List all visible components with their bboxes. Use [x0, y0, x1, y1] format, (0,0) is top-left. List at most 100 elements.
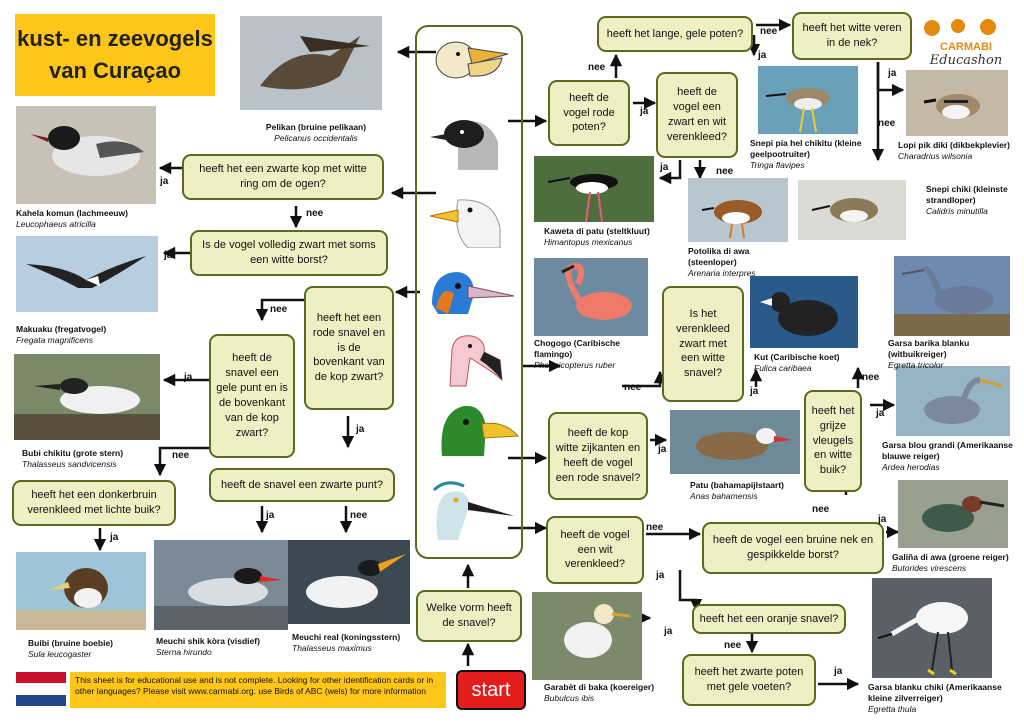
bill-flamingo-icon[interactable] [440, 330, 512, 388]
ja-label: ja [888, 68, 897, 79]
caption-turnstone: Potolika di awa (steenloper)Arenaria int… [688, 246, 756, 279]
question-white-plumage[interactable]: heeft de vogel een wit verenkleed? [546, 516, 644, 584]
photo-stilt [534, 156, 654, 222]
caption-frigatebird: Makuaku (fregatvogel)Fregata magnificens [16, 324, 107, 346]
ja-label: ja [876, 408, 885, 419]
ja-label: ja [656, 570, 665, 581]
caption-tricolored-heron: Garsa barika blanku (witbuikreiger)Egret… [888, 338, 970, 371]
photo-sandpiper [798, 180, 906, 240]
ja-label: ja [640, 106, 649, 117]
question-black-legs[interactable]: heeft het zwarte poten met gele voeten? [682, 654, 816, 706]
caption-pintail: Patu (bahamapijlstaart)Anas bahamensis [690, 480, 784, 502]
question-yellow-legs[interactable]: heeft het lange, gele poten? [597, 16, 753, 52]
ja-label: ja [356, 424, 365, 435]
caption-gull: Kahela komun (lachmeeuw)Leucophaeus atri… [16, 208, 128, 230]
question-black-white[interactable]: heeft de vogel een zwart en wit verenkle… [656, 72, 738, 158]
question-black-tip[interactable]: heeft de snavel een zwarte punt? [209, 468, 395, 502]
photo-great-blue-heron [896, 366, 1010, 436]
start-button[interactable]: start [456, 670, 526, 710]
caption-booby: Buibi (bruine boebie)Sula leucogaster [28, 638, 113, 660]
page-title-line2: van Curaçao [48, 58, 182, 83]
photo-sandwich-tern [14, 354, 160, 440]
nee-label: nee [812, 504, 830, 515]
caption-cattle-egret: Garabèt di baka (koereiger)Bubulcus ibis [544, 682, 655, 704]
caption-sandwich-tern: Bubi chikitu (grote stern)Thalasseus san… [22, 448, 124, 470]
ja-label: ja [750, 386, 759, 397]
photo-plover [906, 70, 1008, 136]
question-bill-shape[interactable]: Welke vorm heeft de snavel? [416, 590, 522, 642]
photo-tricolored-heron [894, 256, 1010, 336]
caption-green-heron: Galiña di awa (groene reiger)Butorides v… [892, 552, 1009, 574]
photo-frigatebird [16, 236, 158, 312]
photo-royal-tern [288, 540, 410, 624]
ja-label: ja [160, 176, 169, 187]
nee-label: nee [760, 26, 778, 37]
ja-label: ja [758, 50, 767, 61]
bill-heron-icon[interactable] [424, 478, 516, 540]
carmabi-logo: CARMABI Educashon [918, 16, 1014, 68]
ja-label: ja [834, 666, 843, 677]
logo-script: Educashon [929, 53, 1003, 68]
dutch-flag-icon [16, 672, 66, 706]
ja-label: ja [184, 372, 193, 383]
caption-common-tern: Meuchi shik kòra (visdief)Sterna hirundo [156, 636, 260, 658]
caption-coot: Kut (Caribische koet)Fulica caribaea [754, 352, 840, 374]
photo-coot [750, 276, 858, 348]
ja-label: ja [266, 510, 275, 521]
question-red-bill[interactable]: heeft het een rode snavel en is de boven… [304, 286, 394, 410]
bill-duck-icon[interactable] [438, 402, 520, 456]
question-white-cheeks[interactable]: heeft de kop witte zijkanten en heeft de… [548, 412, 648, 500]
question-brown-neck[interactable]: heeft de vogel een bruine nek en gespikk… [702, 522, 884, 574]
logo-text: CARMABI [940, 41, 992, 53]
photo-gull [16, 106, 156, 204]
page-title-line1: kust- en zeevogels [17, 26, 213, 51]
bill-gull-icon[interactable] [428, 112, 512, 172]
ja-label: ja [110, 532, 119, 543]
question-yellow-tip[interactable]: heeft de snavel een gele punt en is de b… [209, 334, 295, 458]
nee-label: nee [878, 118, 896, 129]
nee-label: nee [588, 62, 606, 73]
globe-icon [924, 19, 996, 36]
photo-snowy-egret [872, 578, 992, 678]
caption-great-blue-heron: Garsa blou grandi (Amerikaanse blauwe re… [882, 440, 1013, 473]
question-dark-brown[interactable]: heeft het een donkerbruin verenkleed met… [12, 480, 176, 526]
question-black-plumage[interactable]: Is het verenkleed zwart met een witte sn… [662, 286, 744, 402]
ja-label: ja [878, 514, 887, 525]
ja-label: ja [664, 626, 673, 637]
ja-label: ja [660, 162, 669, 173]
caption-snowy-egret: Garsa blanku chiki (Amerikaanse kleine z… [868, 682, 1002, 715]
photo-pelican [240, 16, 382, 110]
photo-common-tern [154, 540, 288, 630]
question-grey-wings[interactable]: heeft het grijze vleugels en witte buik? [804, 390, 862, 492]
nee-label: nee [716, 166, 734, 177]
nee-label: nee [350, 510, 368, 521]
bill-pelican-icon[interactable] [432, 34, 510, 88]
bill-tern-icon[interactable] [428, 192, 512, 249]
ja-label: ja [658, 444, 667, 455]
nee-label: nee [724, 640, 742, 651]
caption-stilt: Kaweta di patu (steltkluut)Himantopus me… [544, 226, 650, 248]
question-white-neck[interactable]: heeft het witte veren in de nek? [792, 12, 912, 60]
nee-label: nee [646, 522, 664, 533]
caption-plover: Lopi pik diki (dikbekplevier)Charadrius … [898, 140, 1010, 162]
question-orange-bill[interactable]: heeft het een oranje snavel? [692, 604, 846, 634]
footer-note: This sheet is for educational use and is… [70, 672, 446, 708]
question-all-black[interactable]: Is de vogel volledig zwart met soms een … [190, 230, 388, 276]
nee-label: nee [624, 382, 642, 393]
question-red-legs[interactable]: heeft de vogel rode poten? [548, 80, 630, 146]
bill-kingfisher-icon[interactable] [428, 264, 516, 314]
caption-yellowlegs: Snepi pia hel chikitu (kleine geelpootru… [750, 138, 862, 171]
photo-cattle-egret [532, 592, 642, 680]
photo-pintail [670, 410, 800, 474]
ja-label: ja [164, 250, 173, 261]
question-black-head[interactable]: heeft het een zwarte kop met witte ring … [182, 154, 384, 200]
nee-label: nee [862, 372, 880, 383]
caption-royal-tern: Meuchi real (koningsstern)Thalasseus max… [292, 632, 401, 654]
nee-label: nee [306, 208, 324, 219]
photo-flamingo [534, 258, 648, 336]
photo-yellowlegs [758, 66, 858, 134]
caption-sandpiper: Snepi chiki (kleinste strandloper)Calidr… [926, 184, 1008, 217]
photo-turnstone [688, 178, 788, 242]
caption-flamingo: Chogogo (Caribische flamingo)Phoenicopte… [534, 338, 620, 371]
